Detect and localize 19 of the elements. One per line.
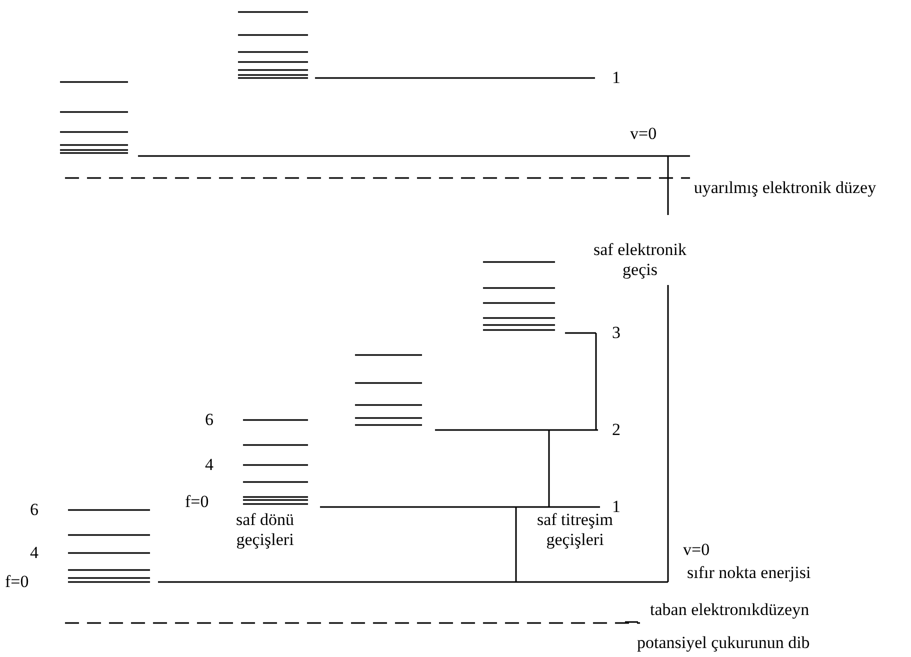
transition-caption: saf dönü geçişleri	[234, 510, 296, 550]
level-number: 1	[612, 68, 620, 88]
transition-caption: saf titreşim geçişleri	[536, 510, 614, 550]
level-caption: taban elektronıkdüzeyn	[650, 600, 810, 620]
level-number: 4	[30, 543, 38, 563]
quantum-number: f=0	[5, 572, 29, 592]
level-number: 6	[205, 410, 214, 430]
level-caption: sıfır nokta enerjisi	[687, 563, 811, 583]
level-number: 3	[612, 323, 620, 343]
quantum-number: v=0	[683, 540, 710, 560]
level-number: 1	[612, 497, 620, 516]
level-number: 4	[205, 455, 214, 475]
level-number: 6	[30, 500, 38, 520]
level-number: 2	[612, 420, 620, 440]
quantum-number: v=0	[630, 124, 657, 144]
quantum-number: f=0	[185, 492, 209, 512]
level-caption: uyarılmış elektronik düzey	[692, 178, 878, 198]
transition-caption: saf elektronik geçis	[592, 240, 688, 280]
level-caption: potansiyel çukurunun dib	[637, 633, 810, 653]
